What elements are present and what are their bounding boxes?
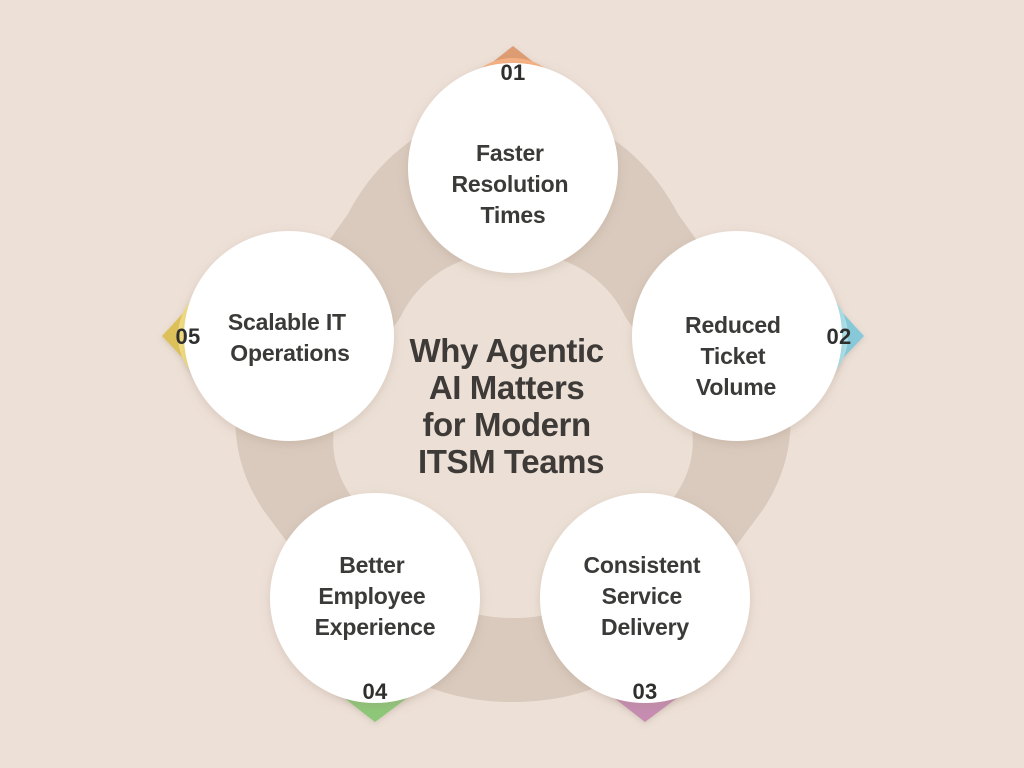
- node-01-number: 01: [500, 60, 525, 85]
- node-01-circle[interactable]: [408, 63, 618, 273]
- node-02-circle[interactable]: [632, 231, 842, 441]
- node-02-number: 02: [826, 324, 851, 349]
- center-title: Why Agentic AI Matters for Modern ITSM T…: [410, 332, 613, 480]
- node-05-label: Scalable IT Operations: [228, 309, 352, 366]
- center-title-group: Why Agentic AI Matters for Modern ITSM T…: [410, 332, 613, 480]
- node-03-circle[interactable]: [540, 493, 750, 703]
- node-03-number: 03: [632, 679, 657, 704]
- node-04[interactable]: 04 Better Employee Experience: [270, 493, 480, 722]
- node-01-label: Faster Resolution Times: [451, 140, 574, 228]
- node-03[interactable]: 03 Consistent Service Delivery: [540, 493, 750, 722]
- node-05-number: 05: [175, 324, 200, 349]
- node-05-circle[interactable]: [184, 231, 394, 441]
- node-04-circle[interactable]: [270, 493, 480, 703]
- node-04-number: 04: [362, 679, 388, 704]
- node-02-label: Reduced Ticket Volume: [685, 312, 787, 400]
- node-04-label: Better Employee Experience: [315, 552, 436, 640]
- node-05[interactable]: 05 Scalable IT Operations: [162, 231, 394, 441]
- node-03-label: Consistent Service Delivery: [583, 552, 706, 640]
- node-01[interactable]: 01 Faster Resolution Times: [408, 46, 618, 273]
- node-02[interactable]: 02 Reduced Ticket Volume: [632, 231, 864, 441]
